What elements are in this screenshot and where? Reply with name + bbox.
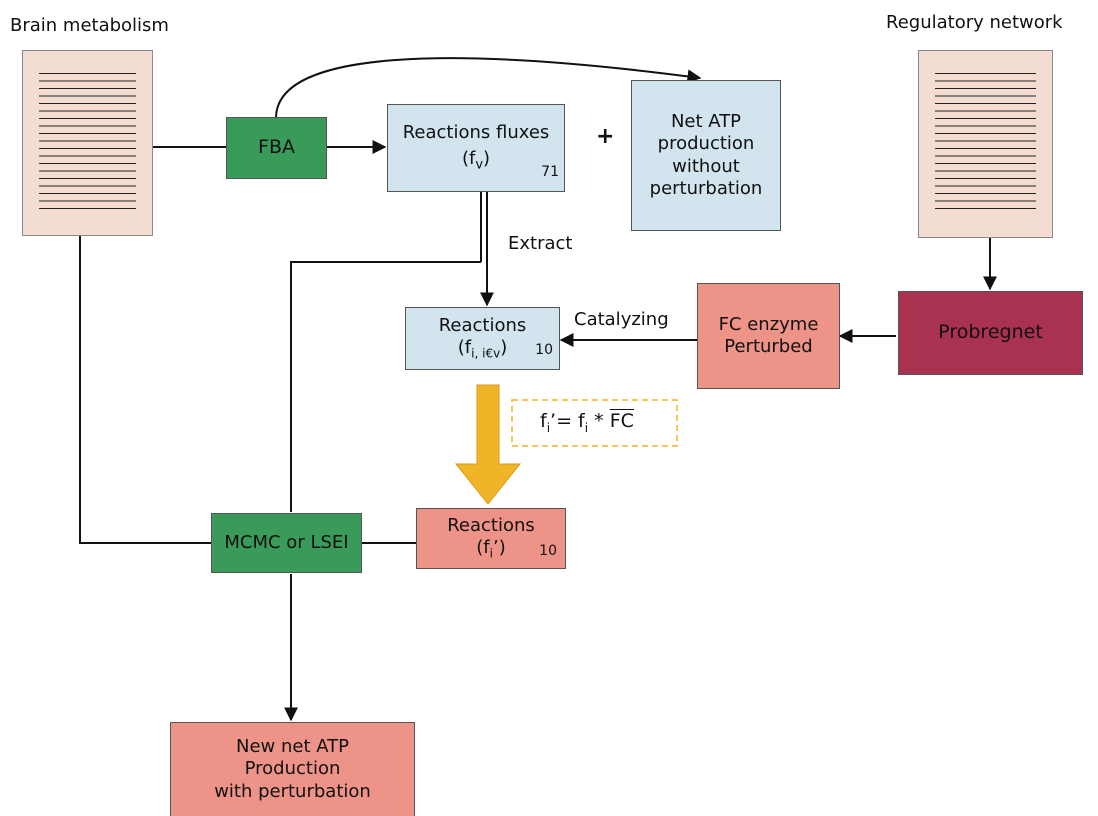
reactions-count: 10 [535, 341, 553, 358]
regulatory-network-document [918, 50, 1053, 238]
reactions-fluxes-title: Reactions fluxes [402, 121, 550, 143]
fc-enzyme-line-2: Perturbed [724, 336, 813, 357]
extract-label: Extract [508, 233, 573, 254]
reactions-node: Reactions (fi, i€v) 10 [405, 307, 560, 370]
net-atp-line-2: production [657, 133, 755, 154]
big-yellow-arrow [454, 384, 522, 505]
reactions-perturbed-symbol: (fi’) [476, 537, 506, 562]
fba-node: FBA [226, 117, 327, 179]
net-atp-node: Net ATP production without perturbation [631, 80, 781, 231]
document-lines [39, 73, 136, 213]
new-net-atp-line-1: New net ATP [235, 735, 349, 757]
plus-sign: + [596, 124, 615, 149]
net-atp-line-1: Net ATP [670, 110, 742, 132]
regulatory-network-title: Regulatory network [886, 12, 1063, 33]
reactions-fluxes-symbol: (fv) [461, 148, 491, 173]
probregnet-label: Probregnet [938, 321, 1043, 344]
fc-enzyme-node: FC enzyme Perturbed [697, 283, 840, 389]
edge-brain-mcmc [79, 236, 211, 544]
fba-label: FBA [258, 136, 295, 159]
catalyzing-label: Catalyzing [574, 309, 669, 330]
reactions-perturbed-title: Reactions [447, 514, 535, 536]
reactions-perturbed-count: 10 [539, 542, 557, 559]
edge-fba-netatp [275, 57, 702, 119]
probregnet-node: Probregnet [898, 291, 1083, 375]
net-atp-line-3: without [672, 155, 740, 177]
reactions-fluxes-node: Reactions fluxes (fv) 71 [387, 104, 565, 192]
reactions-title: Reactions [438, 314, 527, 336]
formula-text: fi’= fi * FC [540, 410, 634, 435]
brain-metabolism-document [22, 50, 153, 236]
new-net-atp-line-3: with perturbation [214, 780, 371, 802]
net-atp-line-4: perturbation [649, 178, 763, 199]
mcmc-lsei-label: MCMC or LSEI [224, 531, 349, 553]
fc-enzyme-line-1: FC enzyme [718, 313, 819, 335]
document-lines [935, 73, 1036, 215]
reactions-perturbed-node: Reactions (fi’) 10 [416, 508, 566, 569]
reactions-symbol: (fi, i€v) [457, 337, 508, 362]
brain-metabolism-title: Brain metabolism [10, 15, 169, 36]
new-net-atp-node: New net ATP Production with perturbation [170, 722, 415, 816]
mcmc-lsei-node: MCMC or LSEI [211, 513, 362, 573]
edge-fluxes-mcmc [290, 261, 481, 512]
formula-box-border [511, 399, 678, 447]
reactions-fluxes-count: 71 [541, 163, 559, 180]
new-net-atp-line-2: Production [244, 758, 341, 780]
